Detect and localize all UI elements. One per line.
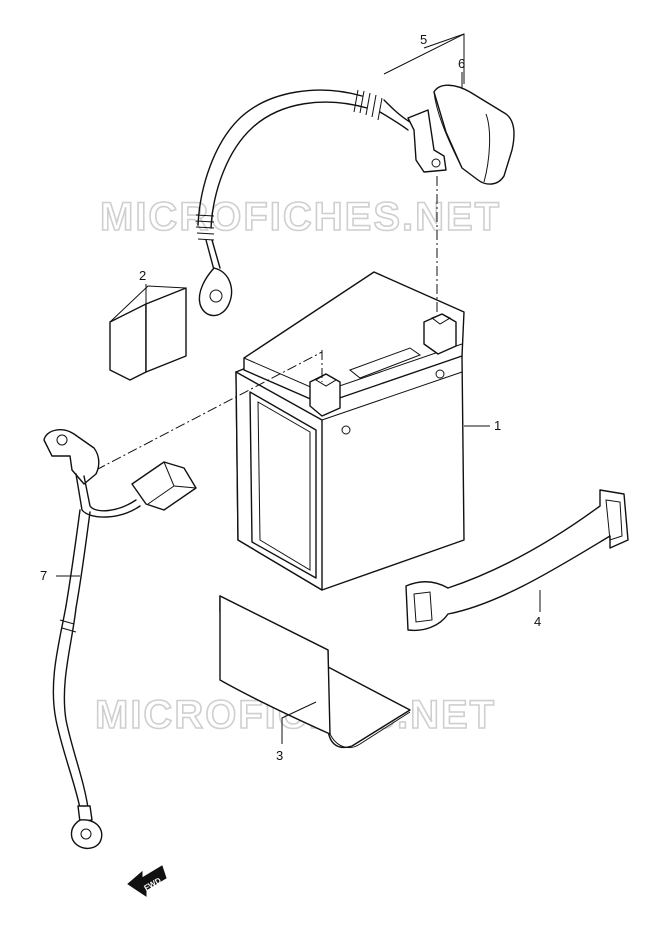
callout-6: 6 [458, 56, 465, 71]
callout-5: 5 [420, 32, 427, 47]
terminal-cover [433, 84, 515, 185]
fwd-arrow-icon: FWD [127, 865, 167, 897]
negative-cable [43, 429, 197, 849]
callout-1: 1 [494, 418, 501, 433]
battery-tray [219, 595, 411, 749]
leader-cable-7 [95, 351, 323, 471]
callout-lines [56, 33, 541, 744]
battery [235, 271, 465, 591]
callout-3: 3 [276, 748, 283, 763]
callout-4: 4 [534, 614, 541, 629]
battery-pad [109, 285, 187, 381]
battery-strap [405, 489, 629, 632]
callout-2: 2 [139, 268, 146, 283]
callout-7: 7 [40, 568, 47, 583]
watermark-top: MICROFICHES.NET [100, 195, 501, 239]
positive-cable [195, 89, 447, 317]
